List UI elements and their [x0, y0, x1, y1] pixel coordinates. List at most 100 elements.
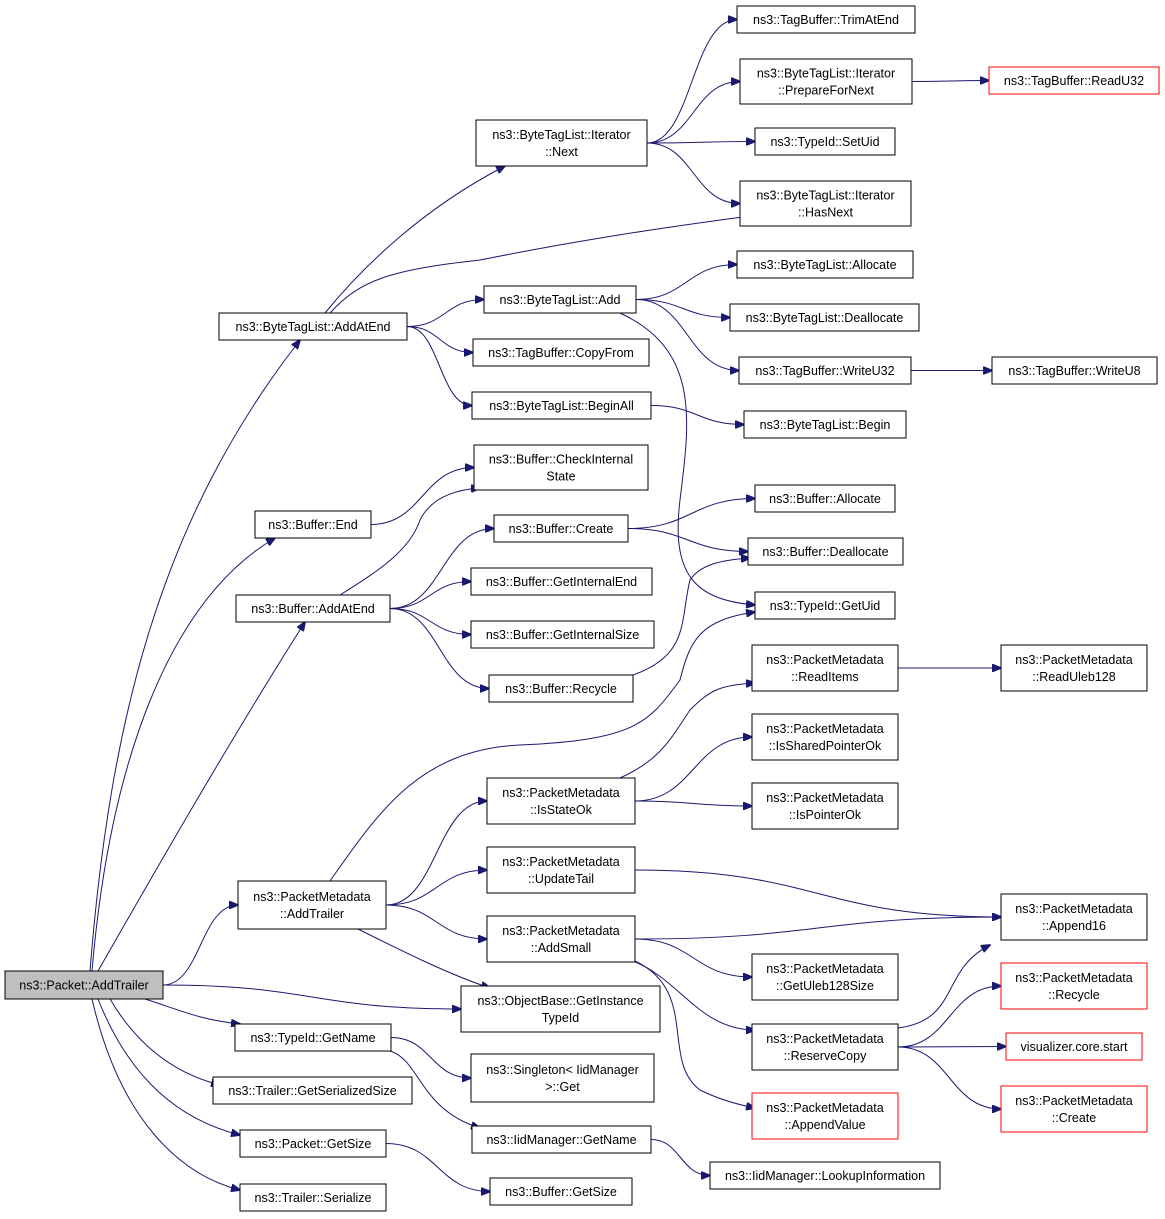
node-buf-recycle[interactable]: ns3::Buffer::Recycle: [488, 674, 634, 703]
node-buf-addatend[interactable]: ns3::Buffer::AddAtEnd: [235, 594, 391, 623]
node-root[interactable]: ns3::Packet::AddTrailer: [4, 970, 164, 1000]
node-typeid-getuid[interactable]: ns3::TypeId::GetUid: [754, 591, 896, 620]
node-singleton[interactable]: ns3::Singleton< IidManager>::Get: [470, 1053, 655, 1103]
node-pm-isstateok[interactable]: ns3::PacketMetadata::IsStateOk: [486, 777, 636, 825]
node-pm-updatetail[interactable]: ns3::PacketMetadata::UpdateTail: [486, 846, 636, 894]
node-label-line: ns3::Buffer::AddAtEnd: [251, 602, 375, 616]
node-btl-it-next[interactable]: ns3::ByteTagList::Iterator::Next: [475, 119, 648, 167]
edge-root-to-pm_addtrailer: [162, 905, 238, 986]
node-iid-getname[interactable]: ns3::IidManager::GetName: [471, 1125, 652, 1154]
node-buf-end[interactable]: ns3::Buffer::End: [254, 510, 372, 539]
edge-pm_reservecopy-to-pm_create: [897, 1046, 1001, 1109]
node-iid-lookup[interactable]: ns3::IidManager::LookupInformation: [709, 1161, 941, 1190]
edge-btl_addatend-to-btl_add: [406, 300, 484, 327]
node-label-line: ::IsPointerOk: [789, 808, 862, 822]
node-box: [754, 484, 896, 513]
node-btl-beginall[interactable]: ns3::ByteTagList::BeginAll: [471, 391, 652, 420]
node-box: [736, 250, 914, 279]
node-buf-deallocate[interactable]: ns3::Buffer::Deallocate: [747, 537, 904, 566]
node-btl-allocate[interactable]: ns3::ByteTagList::Allocate: [736, 250, 914, 279]
node-viz-start[interactable]: visualizer.core.start: [1005, 1032, 1143, 1061]
node-box: [470, 567, 653, 596]
node-label-line: ns3::Buffer::End: [268, 518, 357, 532]
node-label-line: ns3::Packet::AddTrailer: [19, 979, 148, 993]
node-label-line: ns3::Packet::GetSize: [255, 1137, 372, 1151]
node-pm-readuleb[interactable]: ns3::PacketMetadata::ReadUleb128: [1000, 644, 1148, 692]
node-label-line: ns3::PacketMetadata: [253, 890, 370, 904]
node-typeid-getname[interactable]: ns3::TypeId::GetName: [234, 1023, 392, 1052]
node-box: [754, 591, 896, 620]
node-pm-getuleb[interactable]: ns3::PacketMetadata::GetUleb128Size: [751, 953, 899, 1001]
node-buf-allocate[interactable]: ns3::Buffer::Allocate: [754, 484, 896, 513]
node-buf-create[interactable]: ns3::Buffer::Create: [493, 514, 629, 543]
node-box: [1000, 1085, 1148, 1133]
node-pm-append16[interactable]: ns3::PacketMetadata::Append16: [1000, 893, 1148, 941]
edge-root-to-trailer_getser: [109, 998, 220, 1085]
node-label-line: ns3::PacketMetadata: [766, 962, 883, 976]
node-tb-writeu32[interactable]: ns3::TagBuffer::WriteU32: [738, 356, 912, 385]
node-box: [470, 1053, 655, 1103]
node-tb-trimatend[interactable]: ns3::TagBuffer::TrimAtEnd: [736, 5, 916, 34]
node-label-line: ns3::ByteTagList::Allocate: [753, 258, 896, 272]
edge-pm_isstateok-to-pm_issharedptr: [634, 737, 752, 802]
node-box: [751, 644, 899, 692]
node-buf-getsize[interactable]: ns3::Buffer::GetSize: [489, 1177, 633, 1206]
edge-buf_addatend-to-buf_getinternalend: [389, 582, 471, 609]
node-tb-copyfrom[interactable]: ns3::TagBuffer::CopyFrom: [472, 338, 650, 367]
edge-btl_it_next-to-btl_it_hasnext: [646, 142, 740, 204]
node-label-line: ns3::ByteTagList::Iterator: [492, 128, 630, 142]
node-label-line: ::ReadUleb128: [1032, 670, 1115, 684]
node-label-line: ns3::PacketMetadata: [766, 1032, 883, 1046]
node-typeid-setuid[interactable]: ns3::TypeId::SetUid: [754, 127, 896, 156]
edge-root-to-btl_addatend: [89, 340, 300, 972]
node-pm-ispointerok[interactable]: ns3::PacketMetadata::IsPointerOk: [751, 782, 899, 830]
node-pm-addsmall[interactable]: ns3::PacketMetadata::AddSmall: [486, 915, 636, 963]
node-box: [486, 915, 636, 963]
node-box: [234, 1023, 392, 1052]
edges-layer: [89, 20, 1006, 1192]
node-pm-create[interactable]: ns3::PacketMetadata::Create: [1000, 1085, 1148, 1133]
node-box: [743, 410, 907, 439]
node-label-line: ::IsStateOk: [530, 803, 593, 817]
node-buf-getinternalsize[interactable]: ns3::Buffer::GetInternalSize: [470, 620, 655, 649]
node-tb-writeu8[interactable]: ns3::TagBuffer::WriteU8: [991, 356, 1158, 385]
node-pm-readitems[interactable]: ns3::PacketMetadata::ReadItems: [751, 644, 899, 692]
node-box: [488, 674, 634, 703]
node-trailer-getser[interactable]: ns3::Trailer::GetSerializedSize: [212, 1076, 413, 1105]
node-box: [739, 58, 913, 105]
edge-pm_addsmall-to-pm_appendvalue: [632, 959, 755, 1108]
edge-root-to-packet_getsize: [97, 998, 240, 1135]
node-buf-getinternalend[interactable]: ns3::Buffer::GetInternalEnd: [470, 567, 653, 596]
edge-btl_addatend-to-btl_it_hasnext: [329, 216, 750, 314]
node-label-line: ns3::ByteTagList::Iterator: [756, 189, 894, 203]
node-label-line: ns3::TagBuffer::WriteU32: [755, 364, 894, 378]
node-btl-begin[interactable]: ns3::ByteTagList::Begin: [743, 410, 907, 439]
node-packet-getsize[interactable]: ns3::Packet::GetSize: [239, 1129, 387, 1158]
node-pm-appendvalue[interactable]: ns3::PacketMetadata::AppendValue: [751, 1092, 899, 1140]
node-tb-readu32[interactable]: ns3::TagBuffer::ReadU32: [988, 66, 1160, 95]
node-box: [751, 713, 899, 761]
node-btl-add[interactable]: ns3::ByteTagList::Add: [483, 285, 637, 314]
node-btl-deallocate[interactable]: ns3::ByteTagList::Deallocate: [729, 303, 920, 332]
node-pm-addtrailer[interactable]: ns3::PacketMetadata::AddTrailer: [237, 880, 387, 930]
node-btl-addatend[interactable]: ns3::ByteTagList::AddAtEnd: [218, 312, 408, 341]
node-box: [475, 119, 648, 167]
node-label-line: ns3::Singleton< IidManager: [486, 1063, 639, 1077]
node-label-line: ns3::TagBuffer::ReadU32: [1004, 74, 1144, 88]
edge-buf_addatend-to-buf_getinternalsize: [389, 608, 471, 635]
node-label-line: ::UpdateTail: [528, 872, 594, 886]
node-pm-issharedptr[interactable]: ns3::PacketMetadata::IsSharedPointerOk: [751, 713, 899, 761]
node-label-line: ::ReadItems: [791, 670, 858, 684]
edge-pm_isstateok-to-pm_readitems: [619, 683, 755, 779]
node-trailer-serialize[interactable]: ns3::Trailer::Serialize: [239, 1183, 387, 1212]
node-btl-it-hasnext[interactable]: ns3::ByteTagList::Iterator::HasNext: [739, 180, 912, 227]
node-btl-it-prepare[interactable]: ns3::ByteTagList::Iterator::PrepareForNe…: [739, 58, 913, 105]
node-pm-reservecopy[interactable]: ns3::PacketMetadata::ReserveCopy: [751, 1023, 899, 1071]
edge-pm_addsmall-to-pm_getuleb: [634, 938, 752, 977]
node-label-line: ns3::PacketMetadata: [1015, 902, 1132, 916]
edge-pm_addtrailer-to-pm_updatetail: [385, 870, 487, 906]
node-pm-recycle[interactable]: ns3::PacketMetadata::Recycle: [1000, 962, 1148, 1010]
